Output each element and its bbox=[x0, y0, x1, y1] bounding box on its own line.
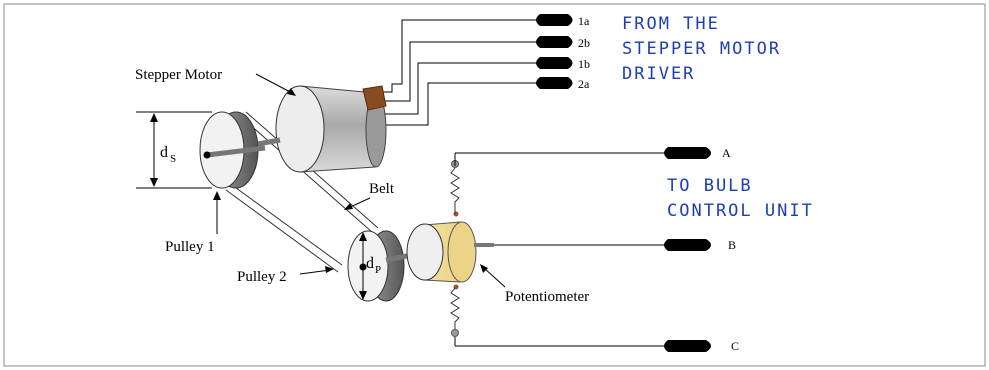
label-pulley-1: Pulley 1 bbox=[165, 239, 215, 255]
bulb-note-line-2: CONTROL UNIT bbox=[667, 201, 814, 221]
driver-note-line-3: DRIVER bbox=[622, 64, 695, 84]
pin-label-a: A bbox=[722, 146, 731, 160]
figure-frame bbox=[3, 3, 986, 367]
pin-label-1a: 1a bbox=[578, 14, 590, 28]
label-potentiometer: Potentiometer bbox=[505, 289, 589, 305]
driver-terminal-2b bbox=[536, 36, 573, 48]
bulb-terminal-c bbox=[664, 340, 711, 352]
driver-wires bbox=[382, 19, 540, 126]
driver-terminal-2a bbox=[536, 77, 573, 89]
bulb-terminal-a bbox=[664, 147, 711, 159]
ds-label: d bbox=[160, 144, 168, 161]
ds-subscript: S bbox=[170, 153, 176, 165]
pin-label-b: B bbox=[728, 238, 736, 252]
driver-terminal-1a bbox=[536, 14, 573, 26]
dp-subscript: P bbox=[375, 264, 381, 276]
pin-label-2a: 2a bbox=[578, 77, 590, 91]
pin-label-1b: 1b bbox=[578, 57, 590, 71]
dimension-ds bbox=[136, 111, 212, 189]
driver-note-line-1: FROM THE bbox=[622, 14, 720, 34]
dimension-dp bbox=[359, 232, 367, 300]
driver-note-line-2: STEPPER MOTOR bbox=[622, 39, 781, 59]
label-pulley-2: Pulley 2 bbox=[237, 269, 287, 285]
bulb-wires bbox=[450, 152, 668, 347]
pin-label-2b: 2b bbox=[578, 36, 590, 50]
stepper-motor bbox=[257, 85, 387, 173]
bulb-terminal-b bbox=[664, 239, 711, 251]
dp-label: d bbox=[366, 255, 374, 272]
pin-label-c: C bbox=[731, 339, 739, 353]
label-belt: Belt bbox=[369, 181, 395, 197]
pulley-1 bbox=[199, 111, 266, 189]
potentiometer bbox=[406, 211, 494, 290]
driver-terminal-1b bbox=[536, 57, 573, 69]
label-stepper-motor: Stepper Motor bbox=[135, 67, 222, 83]
motor-connector bbox=[362, 85, 387, 111]
bulb-note-line-1: TO BULB bbox=[667, 176, 753, 196]
